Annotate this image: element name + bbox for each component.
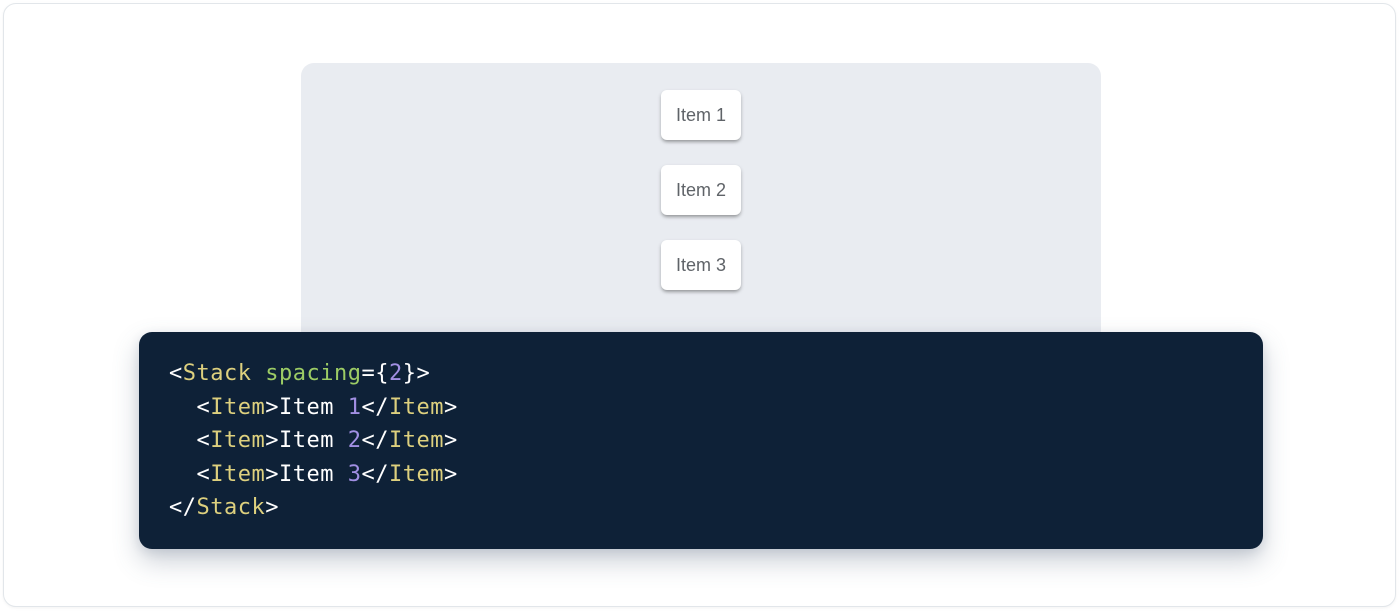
code-token-punctuation: > xyxy=(265,495,279,520)
code-token-punctuation: > xyxy=(265,428,279,453)
stack-item: Item 1 xyxy=(661,90,741,140)
code-token-punctuation: = xyxy=(361,361,376,386)
code-token-punctuation: } xyxy=(402,361,417,386)
code-token-punctuation: < xyxy=(196,428,211,453)
code-token-number: 2 xyxy=(347,428,362,453)
code-token-punctuation: > xyxy=(265,461,279,487)
code-token-number: 3 xyxy=(347,461,362,487)
stack-item-label: Item 3 xyxy=(675,254,727,275)
code-token-punctuation: </ xyxy=(169,495,197,520)
code-token-punctuation: > xyxy=(443,428,458,453)
code-token-text xyxy=(169,395,197,420)
code-token-text xyxy=(251,361,265,386)
code-token-text xyxy=(169,428,197,453)
code-line: <Item>Item 1</Item> xyxy=(169,391,1233,425)
code-token-punctuation: < xyxy=(196,394,211,420)
stack-container: Item 1 Item 2 Item 3 xyxy=(661,63,741,344)
code-token-punctuation: > xyxy=(443,394,458,420)
code-token-tag: Item xyxy=(210,394,266,420)
code-token-punctuation: { xyxy=(375,361,389,386)
code-token-punctuation: > xyxy=(265,394,279,420)
stack-demo-panel: Item 1 Item 2 Item 3 xyxy=(301,63,1101,344)
code-token-tag: Stack xyxy=(196,495,266,520)
code-token-number: 1 xyxy=(347,394,362,420)
code-token-punctuation: < xyxy=(169,361,183,386)
stack-item: Item 2 xyxy=(661,165,741,215)
code-token-tag: Item xyxy=(210,461,266,487)
code-token-punctuation: < xyxy=(196,461,211,487)
code-token-punctuation: > xyxy=(416,361,431,386)
code-line: </Stack> xyxy=(169,491,1233,525)
code-token-punctuation: </ xyxy=(361,428,389,453)
stack-item-label: Item 2 xyxy=(675,179,727,200)
code-token-tag: Item xyxy=(388,428,444,453)
code-token-punctuation: </ xyxy=(361,394,389,420)
code-token-text: Item xyxy=(278,394,348,420)
code-token-punctuation: > xyxy=(443,461,458,487)
code-token-attr_name: spacing xyxy=(265,361,362,386)
code-token-tag: Item xyxy=(210,428,266,453)
code-token-tag: Stack xyxy=(182,361,252,386)
app-window: Item 1 Item 2 Item 3 <Stack spacing={2}>… xyxy=(3,3,1396,607)
code-token-text xyxy=(169,462,197,487)
code-content[interactable]: <Stack spacing={2}> <Item>Item 1</Item> … xyxy=(139,332,1263,525)
code-token-tag: Item xyxy=(388,461,444,487)
code-line: <Item>Item 2</Item> xyxy=(169,424,1233,458)
stack-item-label: Item 1 xyxy=(675,104,727,125)
code-token-number: 2 xyxy=(388,361,403,386)
code-line: <Item>Item 3</Item> xyxy=(169,458,1233,492)
code-block: <Stack spacing={2}> <Item>Item 1</Item> … xyxy=(139,332,1263,549)
code-token-tag: Item xyxy=(388,394,444,420)
code-line: <Stack spacing={2}> xyxy=(169,357,1233,391)
code-token-text: Item xyxy=(278,428,348,453)
code-token-text: Item xyxy=(278,461,348,487)
code-token-punctuation: </ xyxy=(361,461,389,487)
stack-item: Item 3 xyxy=(661,240,741,290)
